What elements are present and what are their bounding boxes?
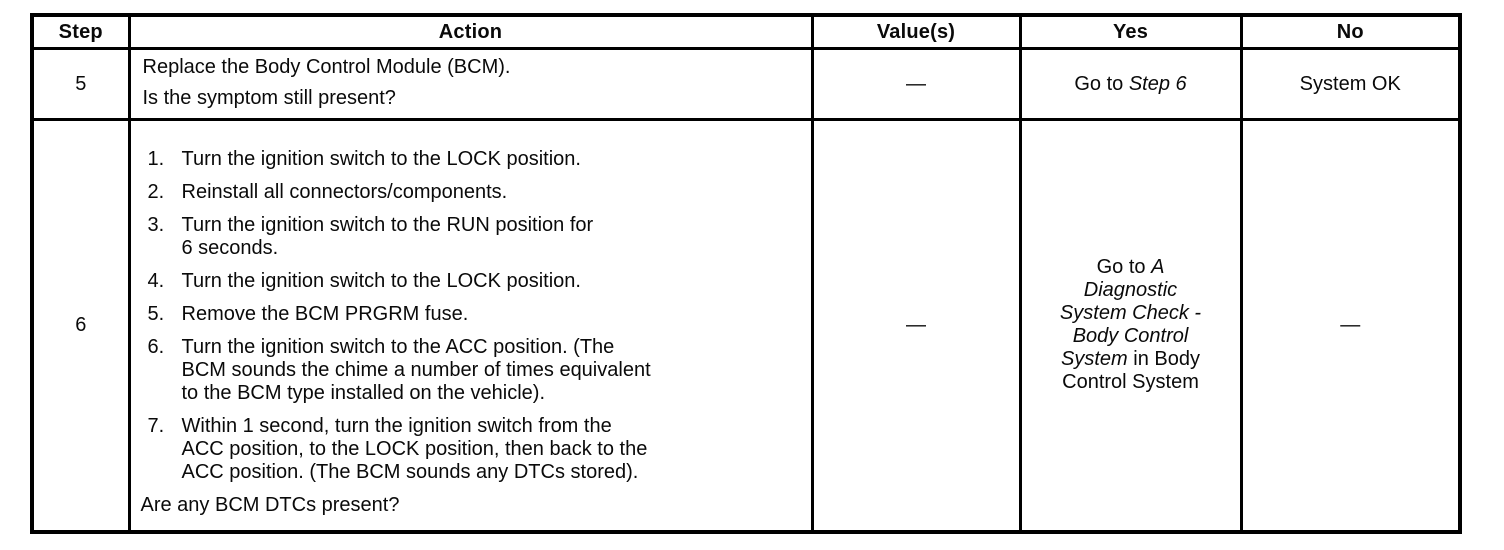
- step-item-text: Turn the ignition switch to the LOCK pos…: [181, 269, 581, 292]
- column-header-no: No: [1239, 13, 1462, 50]
- step-item-text: Turn the ignition switch to the ACC posi…: [181, 335, 651, 404]
- step-item-number: 1.: [147, 147, 165, 170]
- yes-instruction: Go to Step 6: [1074, 72, 1187, 95]
- column-header-step: Step: [30, 13, 131, 50]
- step-item-text: Turn the ignition switch to the LOCK pos…: [181, 147, 581, 170]
- action-step: 7. Within 1 second, turn the ignition swi…: [146, 415, 803, 484]
- action-step: 3. Turn the ignition switch to the RUN po…: [146, 214, 803, 260]
- values-cell-step-6: —: [810, 118, 1022, 533]
- table-row-step-5: 5 Replace the Body Control Module (BCM).…: [30, 47, 1462, 121]
- no-cell-step-6: —: [1239, 118, 1462, 533]
- step-item-number: 6.: [147, 335, 165, 358]
- step-item-text: Turn the ignition switch to the RUN posi…: [181, 213, 594, 259]
- step-item-text: Reinstall all connectors/components.: [181, 180, 508, 203]
- header-row: Step Action Value(s) Yes No: [30, 13, 1462, 50]
- step-item-number: 7.: [147, 414, 165, 437]
- action-step: 6. Turn the ignition switch to the ACC po…: [146, 336, 803, 405]
- action-steps-list: 1. Turn the ignition switch to the LOCK p…: [141, 148, 803, 484]
- action-question: Are any BCM DTCs present?: [140, 493, 400, 516]
- step-number-5: 5: [30, 47, 131, 121]
- values-cell-step-5: —: [810, 47, 1022, 121]
- step-item-text: Within 1 second, turn the ignition switc…: [181, 414, 648, 483]
- step-item-number: 3.: [147, 213, 165, 236]
- step-item-number: 5.: [147, 302, 165, 325]
- step-item-number: 2.: [147, 180, 165, 203]
- step-item-number: 4.: [147, 269, 165, 292]
- action-step: 1. Turn the ignition switch to the LOCK p…: [146, 148, 803, 171]
- action-text: Replace the Body Control Module (BCM).Is…: [142, 56, 511, 109]
- step-number-6: 6: [30, 118, 131, 533]
- table-row-step-6: 6 1. Turn the ignition switch to the LOCK…: [30, 118, 1462, 533]
- column-header-values: Value(s): [810, 13, 1022, 50]
- step-item-text: Remove the BCM PRGRM fuse.: [181, 302, 469, 325]
- action-step: 2. Reinstall all connectors/components.: [146, 181, 803, 204]
- diagnostic-table: Step Action Value(s) Yes No 5 Replace th…: [30, 13, 1462, 534]
- action-step: 5. Remove the BCM PRGRM fuse.: [146, 303, 803, 326]
- column-header-action: Action: [127, 13, 814, 50]
- action-step: 4. Turn the ignition switch to the LOCK p…: [146, 270, 803, 293]
- no-cell-step-5: System OK: [1239, 47, 1462, 121]
- column-header-yes: Yes: [1018, 13, 1243, 50]
- action-cell-step-6: 1. Turn the ignition switch to the LOCK p…: [127, 118, 814, 533]
- yes-cell-step-5: Go to Step 6: [1018, 47, 1243, 121]
- action-cell-step-5: Replace the Body Control Module (BCM).Is…: [127, 47, 814, 121]
